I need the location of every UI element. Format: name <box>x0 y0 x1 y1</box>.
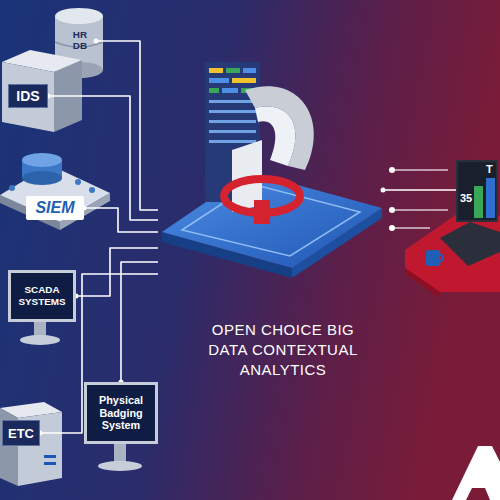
platform-top <box>0 165 110 222</box>
stand-base <box>20 335 60 345</box>
cylinder-top <box>55 8 103 24</box>
connector-dot <box>94 39 99 44</box>
platform-edge <box>405 268 440 298</box>
node-label: T <box>486 163 493 175</box>
data-cell <box>209 68 223 73</box>
screen-bar <box>486 178 495 218</box>
dot <box>9 185 15 191</box>
connector <box>82 206 159 233</box>
flow-lines <box>392 170 448 228</box>
data-cell <box>209 88 219 93</box>
data-cell <box>209 78 229 83</box>
server-label: IDS <box>8 84 48 108</box>
node-label: ETC <box>8 426 34 441</box>
server-icon <box>2 50 82 132</box>
dot <box>75 179 81 185</box>
connector <box>119 262 159 385</box>
flow-line <box>392 227 430 229</box>
database-label: HR DB <box>64 22 96 60</box>
connector-line <box>76 248 158 296</box>
mug-handle <box>440 254 443 262</box>
dot <box>89 187 95 193</box>
monitor-stand <box>20 322 60 345</box>
screen-bar <box>474 186 483 218</box>
node-label: OPEN CHOICE BIG DATA CONTEXTUAL ANALYTIC… <box>203 320 363 380</box>
flow-dots <box>389 167 395 231</box>
node-label: Physical Badging System <box>90 394 152 432</box>
data-cell <box>209 100 256 103</box>
connector <box>381 188 457 193</box>
data-cell <box>209 110 256 113</box>
data-cell <box>232 78 256 83</box>
node-label: IDS <box>16 88 39 104</box>
monitor-stand <box>98 444 142 471</box>
node-label: HR DB <box>65 30 95 52</box>
logo-fragment <box>452 446 500 500</box>
connector <box>94 39 159 211</box>
connector-dot <box>381 188 386 193</box>
flow-line <box>392 209 448 211</box>
server-label: ETC <box>2 420 40 446</box>
tower-slot <box>44 455 56 458</box>
node-label: SIEM <box>35 199 74 217</box>
monitor-screen: Physical Badging System <box>84 382 158 444</box>
monitor-screen: SCADA SYSTEMS <box>8 270 76 322</box>
ring-stem <box>254 200 270 224</box>
tank-top <box>22 153 62 167</box>
flow-dot <box>389 225 395 231</box>
analytics-illustration <box>162 62 382 278</box>
tank-bottom <box>22 171 62 185</box>
connector-line <box>383 189 456 191</box>
stand-neck <box>34 322 46 336</box>
siem-label: SIEM <box>26 196 84 220</box>
siem-icon <box>0 153 110 230</box>
data-cell <box>226 68 240 73</box>
analytics-platform: OPEN CHOICE BIG DATA CONTEXTUAL ANALYTIC… <box>158 40 383 385</box>
connector-line <box>96 41 158 210</box>
data-cell <box>243 68 256 73</box>
data-cell <box>209 140 256 143</box>
connector-line <box>84 208 158 232</box>
coffee-mug <box>426 250 440 266</box>
laptop-illustration <box>405 160 500 298</box>
laptop-screen-ground <box>456 160 498 222</box>
connector-line <box>121 262 158 382</box>
node-label: 35 <box>460 192 472 204</box>
tower-slot <box>44 462 56 465</box>
stand-base <box>98 461 142 471</box>
flow-dot <box>389 207 395 213</box>
data-cell <box>222 88 238 93</box>
laptop-keyboard <box>440 222 500 266</box>
laptop-screen: 35 T <box>456 160 498 222</box>
platform-top <box>162 172 382 268</box>
data-cell <box>209 130 256 133</box>
node-label: SCADA SYSTEMS <box>14 284 70 307</box>
server-front <box>2 62 54 132</box>
tower-icon <box>0 402 62 486</box>
stand-neck <box>114 444 126 462</box>
flow-line <box>392 169 448 171</box>
flow-dot <box>389 167 395 173</box>
data-cell <box>209 120 256 123</box>
